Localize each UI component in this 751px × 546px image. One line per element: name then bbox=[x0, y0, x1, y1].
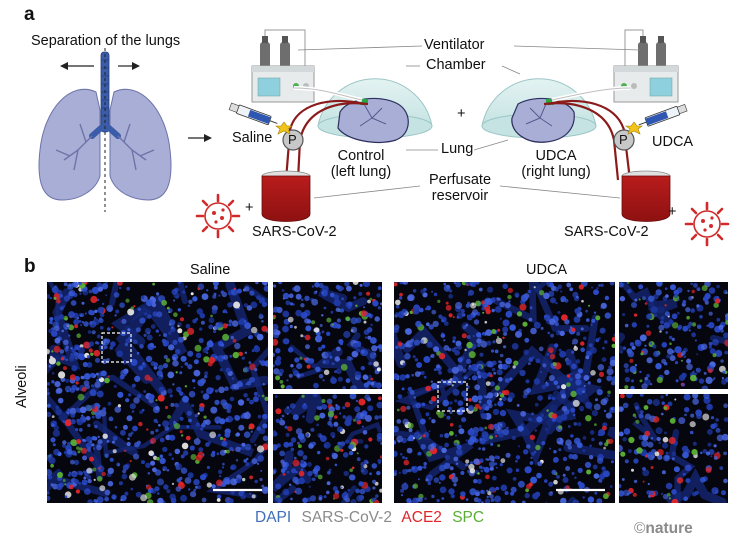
credit-brand: nature bbox=[645, 520, 693, 537]
plus-left: + bbox=[245, 200, 254, 216]
syringe-left bbox=[228, 102, 278, 126]
credit-copyright: © bbox=[634, 520, 646, 537]
legend-sars: SARS-CoV-2 bbox=[301, 509, 392, 526]
udca-zoom-top-image bbox=[619, 282, 728, 389]
whole-lungs-illustration bbox=[38, 48, 172, 212]
lung-label: Lung bbox=[441, 141, 474, 157]
reservoir-line-1: Perfusate bbox=[428, 172, 492, 188]
legend-dapi: DAPI bbox=[255, 509, 292, 526]
pump-left-label: P bbox=[288, 132, 297, 147]
panel-a-letter: a bbox=[24, 4, 35, 25]
saline-alveoli-image bbox=[47, 282, 268, 503]
saline-zoom-top-image bbox=[273, 282, 382, 389]
control-line-2: (left lung) bbox=[330, 164, 392, 180]
chamber-label: Chamber bbox=[426, 57, 486, 73]
ventilator-right bbox=[613, 29, 679, 103]
reservoir-label: Perfusate reservoir bbox=[418, 172, 502, 204]
udca-zoom-bottom-image bbox=[619, 394, 728, 503]
legend-ace2: ACE2 bbox=[401, 509, 442, 526]
pump-right-label: P bbox=[619, 132, 628, 147]
right-lung-shape bbox=[109, 88, 172, 201]
reservoir-right bbox=[621, 170, 671, 222]
control-line-1: Control bbox=[337, 148, 385, 164]
label-leader-lines bbox=[297, 45, 641, 199]
process-arrow-head bbox=[204, 134, 212, 142]
saline-zoom-bottom-image bbox=[273, 394, 382, 503]
udca-label: UDCA bbox=[652, 134, 694, 150]
syringe-right bbox=[638, 104, 688, 127]
plus-right: + bbox=[668, 204, 677, 220]
saline-column-title: Saline bbox=[190, 262, 231, 278]
virus-left-label: SARS-CoV-2 bbox=[252, 224, 337, 240]
udca-lung-label: UDCA (right lung) bbox=[512, 148, 600, 180]
nature-credit: ©nature bbox=[634, 520, 693, 538]
virus-right-label: SARS-CoV-2 bbox=[564, 224, 649, 240]
left-lung-shape bbox=[38, 88, 101, 201]
arrow-left-head bbox=[60, 62, 68, 70]
udca-alveoli-image bbox=[394, 282, 615, 503]
ventilator-left bbox=[251, 29, 315, 103]
panel-b-letter: b bbox=[24, 256, 36, 277]
reservoir-line-2: reservoir bbox=[431, 188, 489, 204]
reservoir-left bbox=[261, 170, 311, 222]
perfusion-setup-diagram bbox=[38, 29, 730, 247]
ventilator-label: Ventilator bbox=[424, 37, 485, 53]
arrow-right-head bbox=[132, 62, 140, 70]
virus-right-icon bbox=[684, 201, 730, 247]
virus-left-icon bbox=[195, 193, 241, 239]
udca-column-title: UDCA bbox=[526, 262, 568, 278]
udca-inset-box bbox=[437, 381, 468, 412]
legend-spc: SPC bbox=[452, 509, 485, 526]
valve-star-left bbox=[275, 121, 293, 135]
isolated-lung-right bbox=[511, 97, 575, 143]
valve-star-right bbox=[625, 121, 643, 135]
saline-label: Saline bbox=[232, 130, 273, 146]
udca-line-1: UDCA bbox=[535, 148, 577, 164]
pump-left bbox=[282, 129, 304, 151]
channel-legend: DAPI SARS-CoV-2 ACE2 SPC bbox=[255, 509, 490, 527]
isolated-lung-left bbox=[337, 97, 409, 143]
center-plus: + bbox=[457, 106, 466, 122]
lung-separation-label: Separation of the lungs bbox=[31, 33, 181, 49]
saline-inset-box bbox=[101, 332, 132, 363]
udca-line-2: (right lung) bbox=[521, 164, 591, 180]
pump-right bbox=[613, 129, 635, 151]
control-label: Control (left lung) bbox=[320, 148, 402, 180]
